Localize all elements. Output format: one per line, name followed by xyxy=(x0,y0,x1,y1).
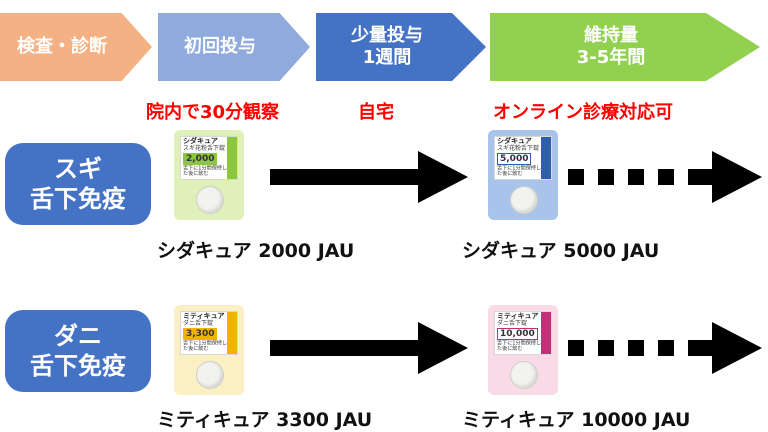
package-dose: 5,000 xyxy=(497,153,532,165)
package-color-strip xyxy=(541,137,551,179)
product-package-miticure-3300: ミティキュア ダニ舌下錠 3,300 舌下に1分間保持した後に飲む xyxy=(174,305,244,395)
stage-label: 初回投与 xyxy=(184,35,256,57)
package-subtitle: ダニ舌下錠 xyxy=(497,320,528,327)
package-brand: ミティキュア xyxy=(183,312,225,320)
stage-label: 維持量 3-5年間 xyxy=(576,24,646,69)
dashed-arrow-right-icon xyxy=(568,151,762,203)
arrow-right-icon xyxy=(270,322,468,374)
dashed-arrow-right-icon xyxy=(568,322,762,374)
package-brand: シダキュア xyxy=(497,137,532,145)
product-package-miticure-10000: ミティキュア ダニ舌下錠 10,000 舌下に1分間保持した後に飲む xyxy=(488,305,558,395)
stage-low-dose: 少量投与 1週間 xyxy=(316,13,486,81)
stage-exam-diagnosis: 検査・診断 xyxy=(0,13,152,81)
note-in-clinic-observation: 院内で30分観察 xyxy=(146,102,280,123)
tablet-icon xyxy=(196,186,224,214)
product-label-miticure-3300: ミティキュア 3300 JAU xyxy=(157,409,373,431)
package-subtitle: スギ花粉舌下錠 xyxy=(183,145,226,152)
package-note: 舌下に1分間保持した後に飲む xyxy=(183,165,228,177)
tablet-icon xyxy=(510,361,538,389)
package-color-strip xyxy=(227,137,237,179)
product-package-shidacure-2000: シダキュア スギ花粉舌下錠 2,000 舌下に1分間保持した後に飲む xyxy=(174,130,244,220)
product-label-miticure-10000: ミティキュア 10000 JAU xyxy=(462,409,691,431)
stage-label: 少量投与 1週間 xyxy=(351,24,423,69)
category-dani-slit: ダニ 舌下免疫 xyxy=(5,310,151,392)
package-subtitle: スギ花粉舌下錠 xyxy=(497,145,540,152)
package-color-strip xyxy=(541,312,551,354)
category-sugi-slit: スギ 舌下免疫 xyxy=(5,143,151,225)
stage-initial-dose: 初回投与 xyxy=(158,13,310,81)
product-label-shidacure-5000: シダキュア 5000 JAU xyxy=(462,240,660,262)
package-note: 舌下に1分間保持した後に飲む xyxy=(497,165,542,177)
package-color-strip xyxy=(227,312,237,354)
package-note: 舌下に1分間保持した後に飲む xyxy=(497,340,542,352)
stage-maintenance: 維持量 3-5年間 xyxy=(490,13,760,81)
product-package-shidacure-5000: シダキュア スギ花粉舌下錠 5,000 舌下に1分間保持した後に飲む xyxy=(488,130,558,220)
package-note: 舌下に1分間保持した後に飲む xyxy=(183,340,228,352)
package-brand: シダキュア xyxy=(183,137,218,145)
product-label-shidacure-2000: シダキュア 2000 JAU xyxy=(157,240,355,262)
package-dose: 3,300 xyxy=(183,328,218,340)
note-online-consultation: オンライン診療対応可 xyxy=(493,102,673,123)
package-card: シダキュア スギ花粉舌下錠 2,000 舌下に1分間保持した後に飲む xyxy=(180,136,238,180)
package-subtitle: ダニ舌下錠 xyxy=(183,320,214,327)
note-home: 自宅 xyxy=(358,102,394,123)
arrow-right-icon xyxy=(270,151,468,203)
stage-label: 検査・診断 xyxy=(17,35,107,57)
tablet-icon xyxy=(196,361,224,389)
tablet-icon xyxy=(510,186,538,214)
package-brand: ミティキュア xyxy=(497,312,539,320)
package-card: ミティキュア ダニ舌下錠 3,300 舌下に1分間保持した後に飲む xyxy=(180,311,238,355)
package-dose: 2,000 xyxy=(183,153,218,165)
package-card: ミティキュア ダニ舌下錠 10,000 舌下に1分間保持した後に飲む xyxy=(494,311,552,355)
package-dose: 10,000 xyxy=(497,328,538,340)
package-card: シダキュア スギ花粉舌下錠 5,000 舌下に1分間保持した後に飲む xyxy=(494,136,552,180)
